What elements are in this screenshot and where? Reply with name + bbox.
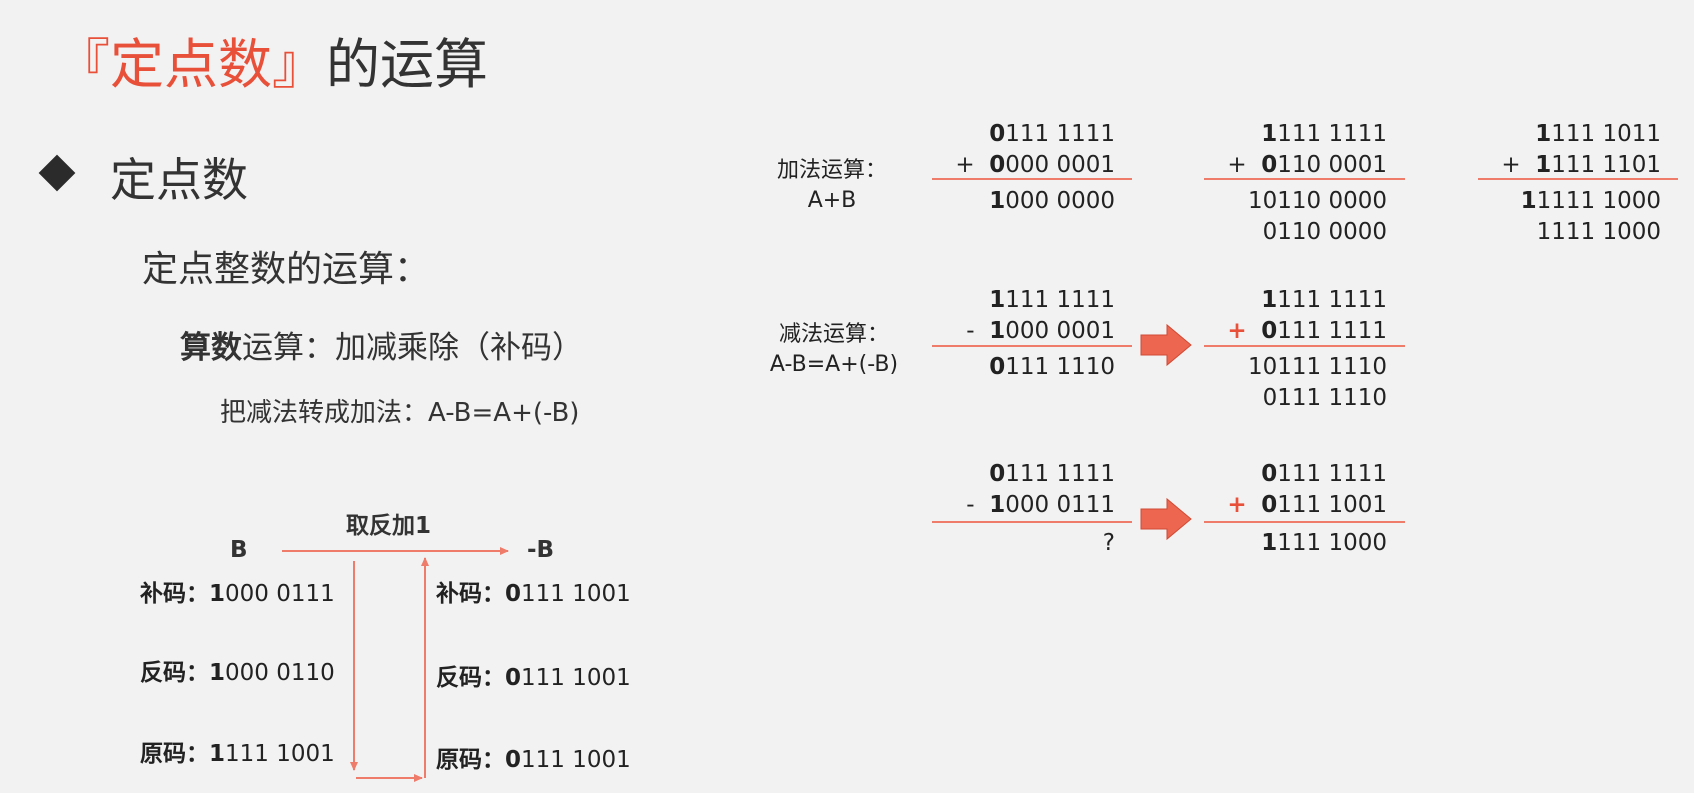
right-sign-magnitude: 原码：0111 1001 [436,747,631,773]
sub1-right-op2: + 0111 1111 [1227,318,1387,344]
addition-label-line2: A+B [807,188,857,213]
addition-label-line1: 加法运算： [776,158,887,183]
sub2-left-result: ? [1102,530,1115,556]
left-ones-complement: 反码：1000 0110 [140,660,335,686]
add-ex3-rule [1478,178,1678,180]
arith-bold: 算数 [180,330,242,366]
title-rest: 的运算 [326,33,488,96]
add-ex2-op1: 1111 1111 [1261,121,1387,147]
block-arrow-2-icon [1140,497,1192,541]
sub1-left-op1: 1111 1111 [989,287,1115,313]
convert-rule: 把减法转成加法：A-B=A+(-B) [220,398,580,428]
left-complement: 补码：1000 0111 [140,581,335,607]
arith-text: 运算：加减乘除（补码） [242,330,583,366]
left-sign-magnitude: 原码：1111 1001 [140,741,335,767]
sub2-right-op2: + 0111 1001 [1227,492,1387,518]
sub1-right-op1: 1111 1111 [1261,287,1387,313]
add-ex1-op1: 0111 1111 [989,121,1115,147]
block-arrow-1-icon [1140,323,1192,367]
sub2-right-rule [1204,521,1405,523]
add-ex3-extra: 1111 1000 [1536,219,1661,245]
add-ex3-op2: + 1111 1101 [1501,152,1661,178]
title-accent: 『定点数』 [56,33,326,96]
add-ex2-extra: 0110 0000 [1262,219,1387,245]
subtraction-label-line1: 减法运算： [778,322,889,347]
diagram-left-header: B [230,537,248,563]
page-title: 『定点数』的运算 [56,20,488,110]
sub1-left-result: 0111 1110 [989,354,1115,380]
sub1-right-result: 10111 1110 [1247,354,1387,380]
add-ex3-op1: 1111 1011 [1535,121,1661,147]
bullet-heading: 定点数 [110,153,248,207]
diagram-right-header: -B [527,537,555,563]
sub1-left-op2: - 1000 0001 [966,318,1115,344]
add-ex2-result: 10110 0000 [1247,188,1387,214]
subtraction-label-line2: A-B=A+(-B) [769,352,899,377]
sub1-right-extra: 0111 1110 [1262,385,1387,411]
right-ones-complement: 反码：0111 1001 [436,665,631,691]
sub1-right-rule [1204,345,1405,347]
sub2-right-result: 1111 1000 [1261,530,1387,556]
subtraction-label: 减法运算： A-B=A+(-B) [744,320,924,380]
right-complement: 补码：0111 1001 [436,581,631,607]
sub2-right-op1: 0111 1111 [1261,461,1387,487]
add-ex2-op2: + 0110 0001 [1227,152,1387,178]
diagram-arrow-label: 取反加1 [346,513,432,539]
subheading-integer-ops: 定点整数的运算： [142,249,431,290]
add-ex1-result: 1000 0000 [989,188,1115,214]
add-ex1-rule [932,178,1132,180]
add-ex3-result: 11111 1000 [1520,188,1661,214]
sub1-left-rule [932,345,1132,347]
addition-label: 加法运算： A+B [752,156,912,216]
sub2-left-op1: 0111 1111 [989,461,1115,487]
add-ex2-rule [1204,178,1405,180]
sub2-left-rule [932,521,1132,523]
sub2-left-op2: - 1000 0111 [966,492,1115,518]
arith-ops-line: 算数运算：加减乘除（补码） [180,325,583,371]
add-ex1-op2: + 0000 0001 [955,152,1115,178]
